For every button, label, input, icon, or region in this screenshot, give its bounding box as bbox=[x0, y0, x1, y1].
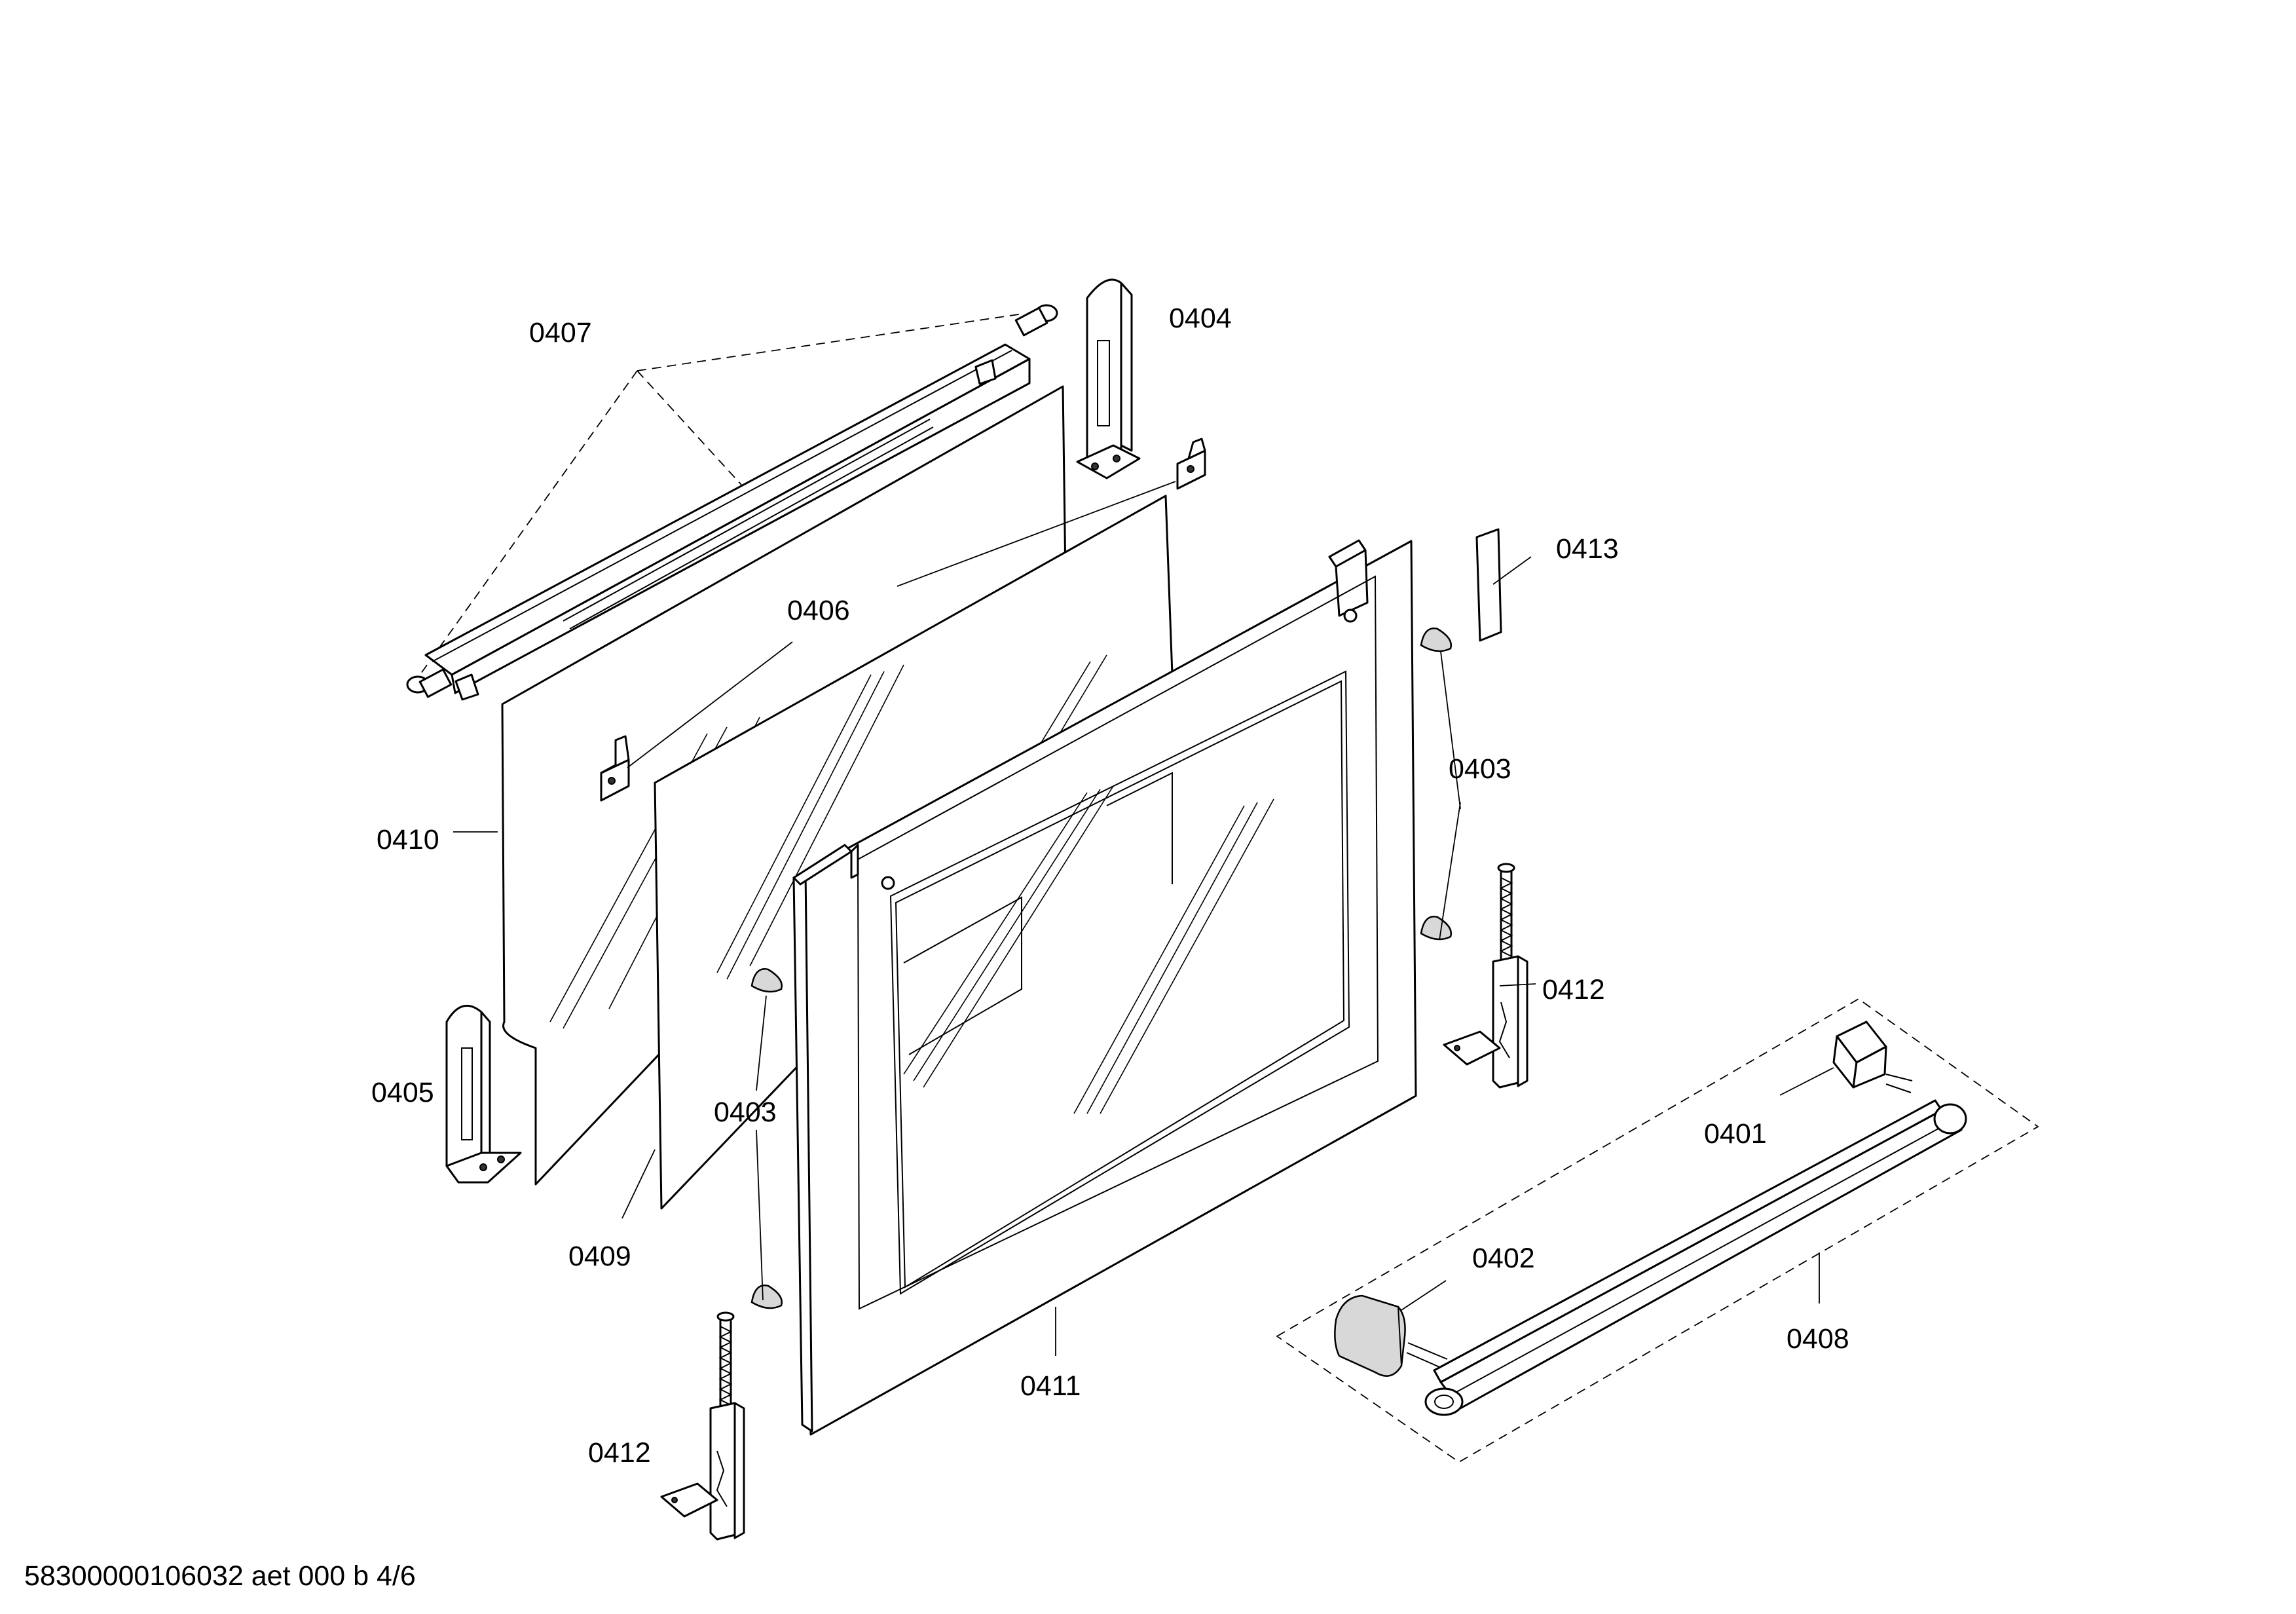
handle-bar bbox=[1424, 1099, 1967, 1416]
label-0403-upper: 0403 bbox=[1449, 753, 1511, 785]
label-0412-right: 0412 bbox=[1542, 974, 1605, 1005]
part-0412-hinge-right bbox=[1443, 863, 1528, 1089]
label-0412-left: 0412 bbox=[588, 1437, 651, 1469]
part-0403-clip-1 bbox=[1420, 628, 1453, 652]
label-0402: 0402 bbox=[1472, 1243, 1535, 1274]
rail-end-cap-right bbox=[1014, 304, 1058, 337]
part-0401-handle-mount-right bbox=[1832, 1021, 1913, 1093]
label-0410: 0410 bbox=[377, 824, 439, 855]
part-0406-clip-lower bbox=[600, 735, 630, 802]
label-0401: 0401 bbox=[1704, 1118, 1767, 1150]
part-0404-bracket bbox=[1076, 278, 1141, 479]
part-0402-handle-mount-left bbox=[1334, 1294, 1448, 1377]
label-0413: 0413 bbox=[1556, 533, 1619, 565]
label-0411: 0411 bbox=[1020, 1370, 1081, 1402]
drawing-reference-footer: 58300000106032 aet 000 b 4/6 bbox=[24, 1560, 416, 1592]
part-0411-outer-door bbox=[792, 539, 1417, 1436]
part-0403-clip-2 bbox=[1420, 916, 1453, 941]
label-0405: 0405 bbox=[371, 1077, 434, 1108]
part-0406-clip-upper bbox=[1176, 438, 1206, 490]
part-0405-bracket bbox=[445, 1005, 522, 1184]
part-0407-top-rail bbox=[406, 304, 1058, 701]
label-0408: 0408 bbox=[1787, 1323, 1849, 1355]
part-labels: 0407 0404 0413 0406 0403 0410 0412 0405 … bbox=[371, 303, 1849, 1469]
label-0406: 0406 bbox=[787, 595, 850, 626]
leader-lines bbox=[453, 481, 1834, 1356]
part-0412-hinge-left bbox=[660, 1311, 745, 1541]
rail-end-cap-left bbox=[406, 668, 453, 698]
label-0409: 0409 bbox=[568, 1241, 631, 1272]
label-0407: 0407 bbox=[529, 317, 592, 348]
part-0408-handle-assembly bbox=[1276, 998, 2039, 1463]
label-0404: 0404 bbox=[1169, 303, 1232, 334]
part-0403-clip-3 bbox=[750, 968, 783, 993]
label-0403-lower: 0403 bbox=[714, 1097, 777, 1128]
part-0403-clip-4 bbox=[750, 1285, 783, 1309]
part-0413-seal-strip bbox=[1475, 528, 1502, 642]
